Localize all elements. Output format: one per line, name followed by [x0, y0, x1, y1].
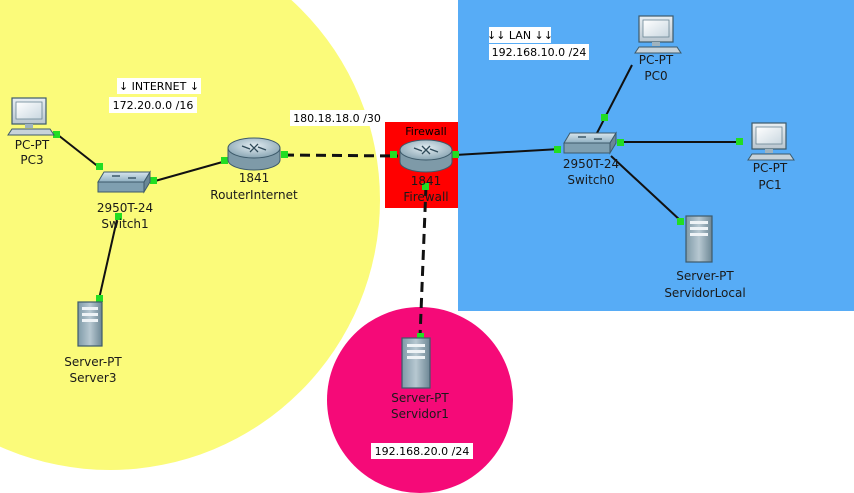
note-internet-text: ↓ INTERNET ↓	[119, 80, 199, 93]
server-icon	[401, 337, 431, 389]
server3-type-label: Server-PT	[64, 355, 122, 369]
firewall-name-label: Firewall	[403, 190, 448, 204]
note-dmz-net[interactable]: 192.168.20.0 /24	[371, 443, 473, 459]
device-pc1[interactable]	[747, 122, 795, 161]
links	[57, 64, 740, 338]
router-icon	[399, 139, 453, 173]
status-dot	[617, 139, 624, 146]
pc0-name-label: PC0	[644, 69, 667, 83]
servidor1-name-label: Servidor1	[391, 407, 449, 421]
note-wan-net[interactable]: 180.18.18.0 /30	[290, 110, 384, 126]
note-lan-net[interactable]: 192.168.10.0 /24	[489, 44, 589, 60]
pc1-name-label: PC1	[758, 178, 781, 192]
link-firewall-servidor1[interactable]	[418, 185, 428, 338]
router-internet-type-label: 1841	[239, 171, 270, 185]
device-servidor-local[interactable]	[685, 215, 713, 263]
device-pc3[interactable]	[7, 97, 55, 136]
status-dot	[221, 157, 228, 164]
pc3-type-label: PC-PT	[15, 138, 50, 152]
status-dot	[96, 163, 103, 170]
switch1-type-label: 2950T-24	[97, 201, 153, 215]
device-switch1[interactable]	[97, 170, 151, 194]
status-dot	[53, 131, 60, 138]
status-dot	[452, 151, 459, 158]
switch0-name-label: Switch0	[567, 173, 614, 187]
pc1-type-label: PC-PT	[753, 161, 788, 175]
pc-icon	[747, 122, 795, 161]
status-dot	[281, 151, 288, 158]
server-icon	[685, 215, 713, 263]
note-dmz-net-text: 192.168.20.0 /24	[375, 445, 470, 458]
status-dot	[736, 138, 743, 145]
link-router-firewall[interactable]	[283, 153, 399, 158]
router-icon	[227, 137, 281, 171]
note-internet-net-text: 172.20.0.0 /16	[113, 99, 194, 112]
note-internet-net[interactable]: 172.20.0.0 /16	[109, 97, 197, 113]
status-dot	[554, 146, 561, 153]
server3-name-label: Server3	[70, 371, 117, 385]
device-pc0[interactable]	[634, 15, 682, 54]
link-pc3-switch1[interactable]	[57, 134, 101, 169]
status-dot	[115, 213, 122, 220]
link-firewall-switch0[interactable]	[454, 148, 561, 156]
status-dot	[96, 295, 103, 302]
link-switch1-router[interactable]	[154, 160, 227, 182]
status-dot	[390, 151, 397, 158]
firewall-box-label: Firewall	[405, 125, 446, 138]
servidor-local-type-label: Server-PT	[676, 269, 734, 283]
device-server3[interactable]	[77, 301, 103, 347]
pc0-type-label: PC-PT	[639, 53, 674, 67]
note-lan-text: ↓↓ LAN ↓↓	[487, 29, 553, 42]
device-servidor1[interactable]	[401, 337, 431, 389]
switch1-name-label: Switch1	[101, 217, 148, 231]
note-lan[interactable]: ↓↓ LAN ↓↓	[487, 27, 553, 43]
note-internet[interactable]: ↓ INTERNET ↓	[117, 78, 201, 94]
servidor-local-name-label: ServidorLocal	[664, 286, 745, 300]
internet-zone	[0, 0, 380, 470]
link-switch0-servidorlocal[interactable]	[610, 155, 682, 222]
firewall-type-label: 1841	[411, 174, 442, 188]
switch0-type-label: 2950T-24	[563, 157, 619, 171]
device-router-internet[interactable]	[227, 137, 281, 171]
status-dot	[601, 114, 608, 121]
pc-icon	[7, 97, 55, 136]
note-wan-net-text: 180.18.18.0 /30	[293, 112, 381, 125]
status-dot	[677, 218, 684, 225]
switch-icon	[97, 170, 151, 194]
device-firewall[interactable]	[399, 139, 453, 173]
status-dot	[150, 177, 157, 184]
servidor1-type-label: Server-PT	[391, 391, 449, 405]
pc-icon	[634, 15, 682, 54]
switch-icon	[563, 131, 617, 155]
status-dot	[422, 183, 429, 190]
pc3-name-label: PC3	[20, 153, 43, 167]
device-switch0[interactable]	[563, 131, 617, 155]
server-icon	[77, 301, 103, 347]
status-dot	[417, 333, 424, 340]
note-lan-net-text: 192.168.10.0 /24	[492, 46, 587, 59]
link-switch0-pc0[interactable]	[596, 64, 633, 134]
link-switch1-server3[interactable]	[98, 214, 119, 300]
router-internet-name-label: RouterInternet	[210, 188, 298, 202]
